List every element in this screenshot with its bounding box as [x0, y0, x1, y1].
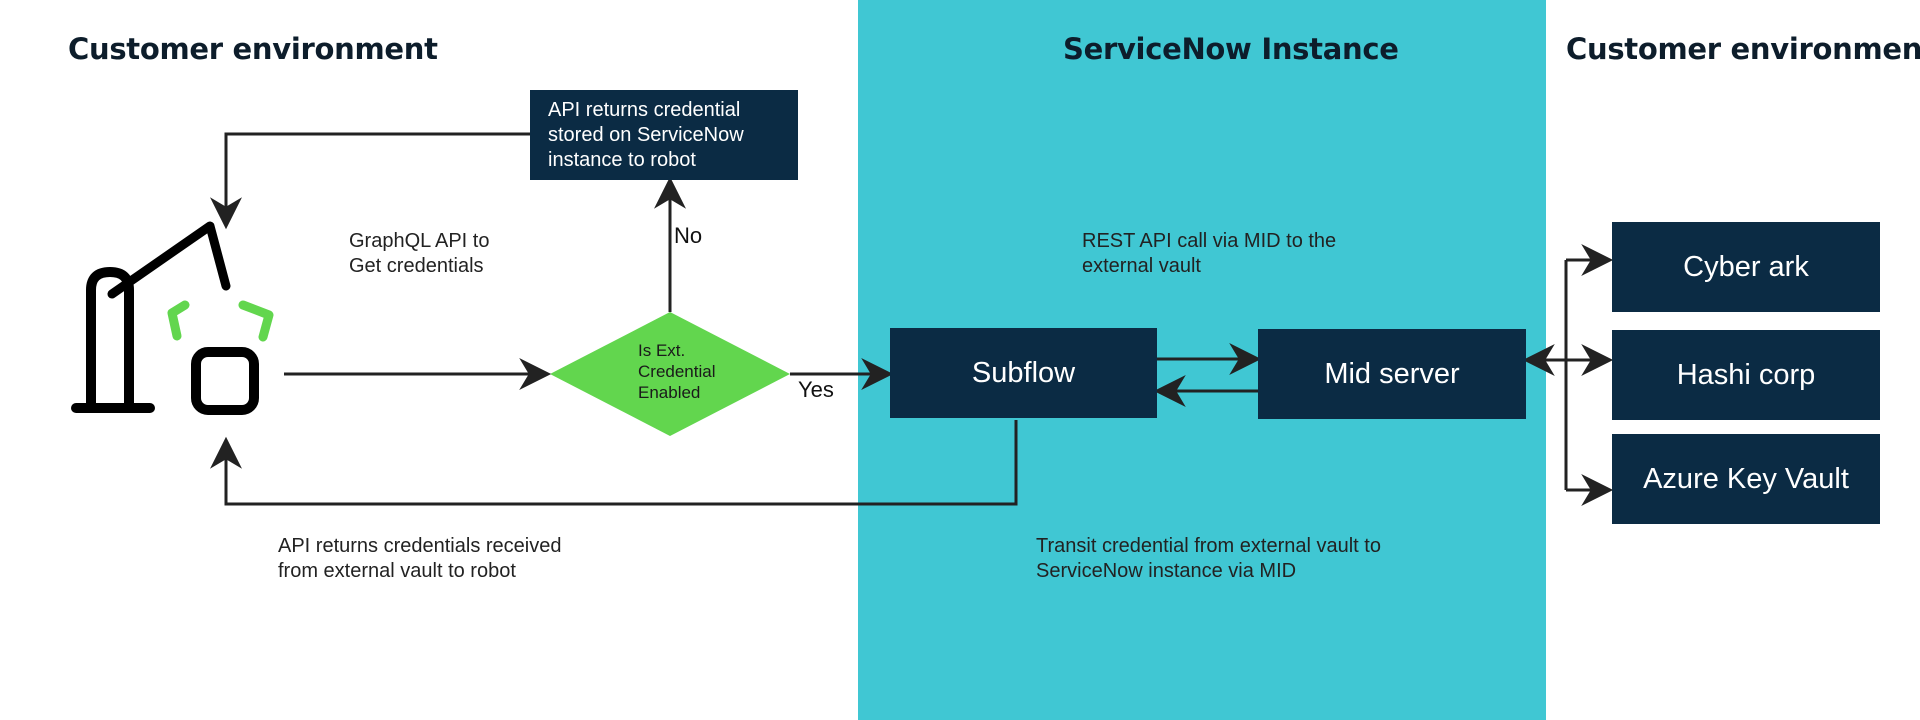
- decision-line: Is Ext.: [638, 341, 686, 360]
- arrow-api-box-to-robot: [210, 132, 530, 230]
- rest-note-line: REST API call via MID to the: [1082, 230, 1337, 252]
- api-box-line: stored on ServiceNow: [548, 124, 744, 146]
- heading-customer-environment-right: Customer environment: [1566, 32, 1920, 66]
- mid-server-box: Mid server: [1258, 329, 1526, 419]
- graphql-note-line: GraphQL API to: [349, 230, 490, 252]
- decision-line: Enabled: [638, 383, 701, 402]
- hashi-corp-box: Hashi corp: [1612, 330, 1880, 420]
- rest-api-note: REST API call via MID to the external va…: [1082, 229, 1336, 279]
- graphql-note-line: Get credentials: [349, 255, 484, 277]
- azure-key-vault-box: Azure Key Vault: [1612, 434, 1880, 524]
- subflow-box: Subflow: [890, 328, 1157, 418]
- no-label: No: [674, 223, 703, 248]
- external-return-line: from external vault to robot: [278, 560, 516, 582]
- transit-note-line: ServiceNow instance via MID: [1036, 560, 1297, 582]
- api-box-line: instance to robot: [548, 149, 696, 171]
- heading-servicenow-instance: ServiceNow Instance: [1063, 32, 1399, 66]
- external-return-note: API returns credentials received from ex…: [278, 534, 561, 584]
- decision-label: Is Ext. Credential Enabled: [638, 340, 758, 403]
- api-returns-credential-box: API returns credential stored on Service…: [530, 90, 798, 180]
- cyber-ark-box: Cyber ark: [1612, 222, 1880, 312]
- heading-customer-environment-left: Customer environment: [68, 32, 438, 66]
- decision-line: Credential: [638, 362, 716, 381]
- rest-note-line: external vault: [1082, 255, 1201, 277]
- decision-diamond: [550, 312, 790, 436]
- graphql-note: GraphQL API to Get credentials: [349, 229, 489, 279]
- api-box-line: API returns credential: [548, 99, 741, 121]
- external-return-line: API returns credentials received: [278, 535, 562, 557]
- transit-credential-note: Transit credential from external vault t…: [1036, 534, 1381, 584]
- transit-note-line: Transit credential from external vault t…: [1036, 535, 1381, 557]
- yes-label: Yes: [798, 377, 834, 402]
- arrow-subflow-to-robot: [210, 420, 1018, 506]
- robot-arm-icon: [71, 221, 274, 415]
